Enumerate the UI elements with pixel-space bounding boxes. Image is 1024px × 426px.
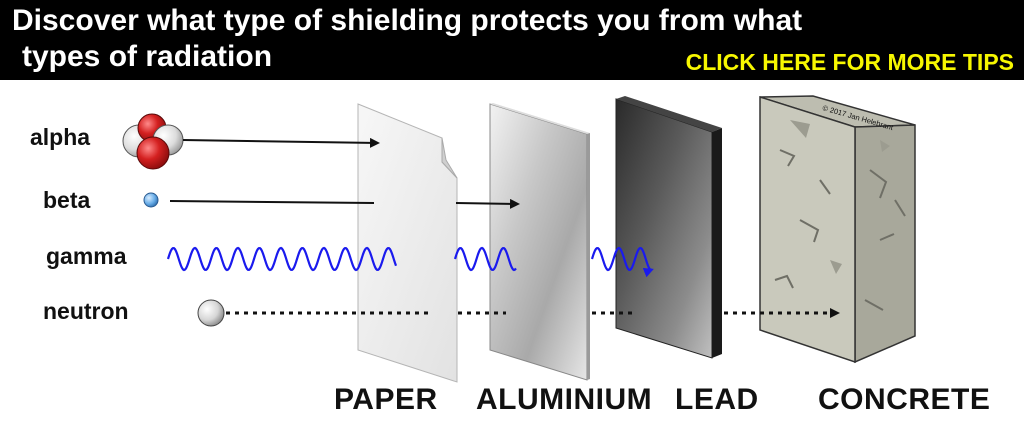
label-alpha: alpha	[30, 124, 91, 150]
aluminium-plate	[489, 103, 590, 381]
lead-plate	[615, 96, 722, 359]
label-neutron: neutron	[43, 298, 129, 324]
alpha-arrow	[182, 137, 380, 148]
label-concrete: CONCRETE	[818, 383, 991, 416]
beta-arrow-before-paper	[169, 200, 375, 204]
label-beta: beta	[43, 187, 91, 213]
gamma-wave-1	[166, 246, 398, 272]
beta-arrow	[455, 198, 520, 209]
beta-particle-icon	[143, 192, 159, 208]
title-banner: Discover what type of shielding protects…	[0, 0, 1024, 80]
label-lead: LEAD	[675, 383, 759, 416]
title-line-1: Discover what type of shielding protects…	[12, 4, 803, 37]
label-aluminium: ALUMINIUM	[476, 383, 653, 416]
gamma-wave-2	[453, 246, 517, 272]
title-line-2: types of radiation	[22, 40, 273, 73]
gamma-wave-3	[590, 246, 654, 278]
more-tips-link[interactable]: CLICK HERE FOR MORE TIPS	[685, 49, 1014, 75]
label-paper: PAPER	[334, 383, 438, 416]
label-gamma: gamma	[46, 243, 127, 269]
neutron-particle-icon	[197, 299, 225, 327]
paper-sheet	[357, 103, 458, 383]
concrete-block	[759, 95, 916, 364]
alpha-particle-icon	[122, 113, 184, 170]
